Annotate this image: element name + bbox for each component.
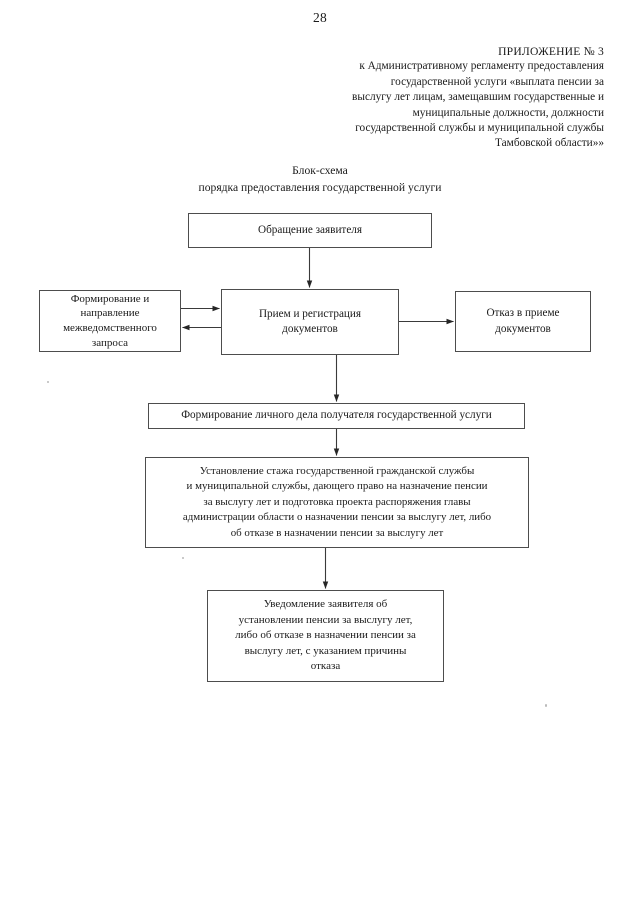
- scan-speck: [182, 557, 184, 559]
- appendix-line-6: государственной службы и муниципальной с…: [355, 122, 604, 135]
- node-line: администрации области о назначении пенси…: [182, 511, 492, 524]
- node-line: Установление стажа государственной гражд…: [199, 464, 475, 477]
- appendix-line-1: ПРИЛОЖЕНИЕ № 3: [498, 45, 604, 58]
- flow-node-refusal-of-acceptance: Отказ в приеме документов: [455, 291, 591, 352]
- appendix-line-4: выслугу лет лицам, замещавшим государств…: [352, 91, 604, 104]
- node-line: запроса: [91, 336, 129, 349]
- node-line: Формирование личного дела получателя гос…: [181, 409, 492, 422]
- flow-node-document-reception: Прием и регистрация документов: [221, 289, 399, 355]
- node-line: об отказе в назначении пенсии за выслугу…: [230, 526, 444, 539]
- node-line: документов: [282, 323, 338, 335]
- node-line: направление: [80, 307, 140, 320]
- node-line: и муниципальной службы, дающего право на…: [186, 480, 488, 493]
- node-line: документов: [495, 322, 551, 335]
- node-line: межведомственного: [63, 322, 157, 334]
- page-number: 28: [312, 10, 328, 25]
- node-line: выслугу лет, с указанием причины: [244, 644, 407, 657]
- flow-node-seniority-determination: Установление стажа государственной гражд…: [145, 457, 529, 548]
- appendix-line-2: к Административному регламенту предостав…: [359, 60, 604, 73]
- node-line: Формирование и: [70, 292, 150, 305]
- node-line: Обращение заявителя: [257, 223, 363, 236]
- caption-subtitle: порядка предоставления государственной у…: [198, 180, 442, 194]
- flow-node-personal-file: Формирование личного дела получателя гос…: [148, 403, 525, 429]
- node-line: отказа: [310, 660, 341, 673]
- appendix-line-3: государственной услуги «выплата пенсии з…: [390, 75, 604, 88]
- node-line: установлении пенсии за выслугу лет,: [238, 613, 413, 626]
- flow-node-application: Обращение заявителя: [188, 213, 432, 248]
- node-line: за выслугу лет и подготовка проекта расп…: [203, 495, 471, 508]
- flow-node-applicant-notification: Уведомление заявителя об установлении пе…: [207, 590, 444, 682]
- flow-node-interdepartmental-request: Формирование и направление межведомствен…: [39, 290, 181, 352]
- appendix-header: ПРИЛОЖЕНИЕ № 3 к Административному регла…: [184, 44, 604, 152]
- scan-speck: [545, 704, 547, 707]
- chart-caption: Блок-схема порядка предоставления госуда…: [0, 163, 640, 196]
- node-line: Прием и регистрация: [258, 307, 362, 320]
- node-line: либо об отказе в назначении пенсии за: [235, 629, 416, 642]
- caption-title: Блок-схема: [292, 164, 348, 177]
- node-line: Уведомление заявителя об: [263, 598, 388, 611]
- node-line: Отказ в приеме: [486, 307, 560, 320]
- appendix-line-7: Тамбовской области»»: [495, 137, 604, 150]
- scan-speck: [47, 381, 49, 383]
- appendix-line-5: муниципальные должности, должности: [412, 106, 604, 119]
